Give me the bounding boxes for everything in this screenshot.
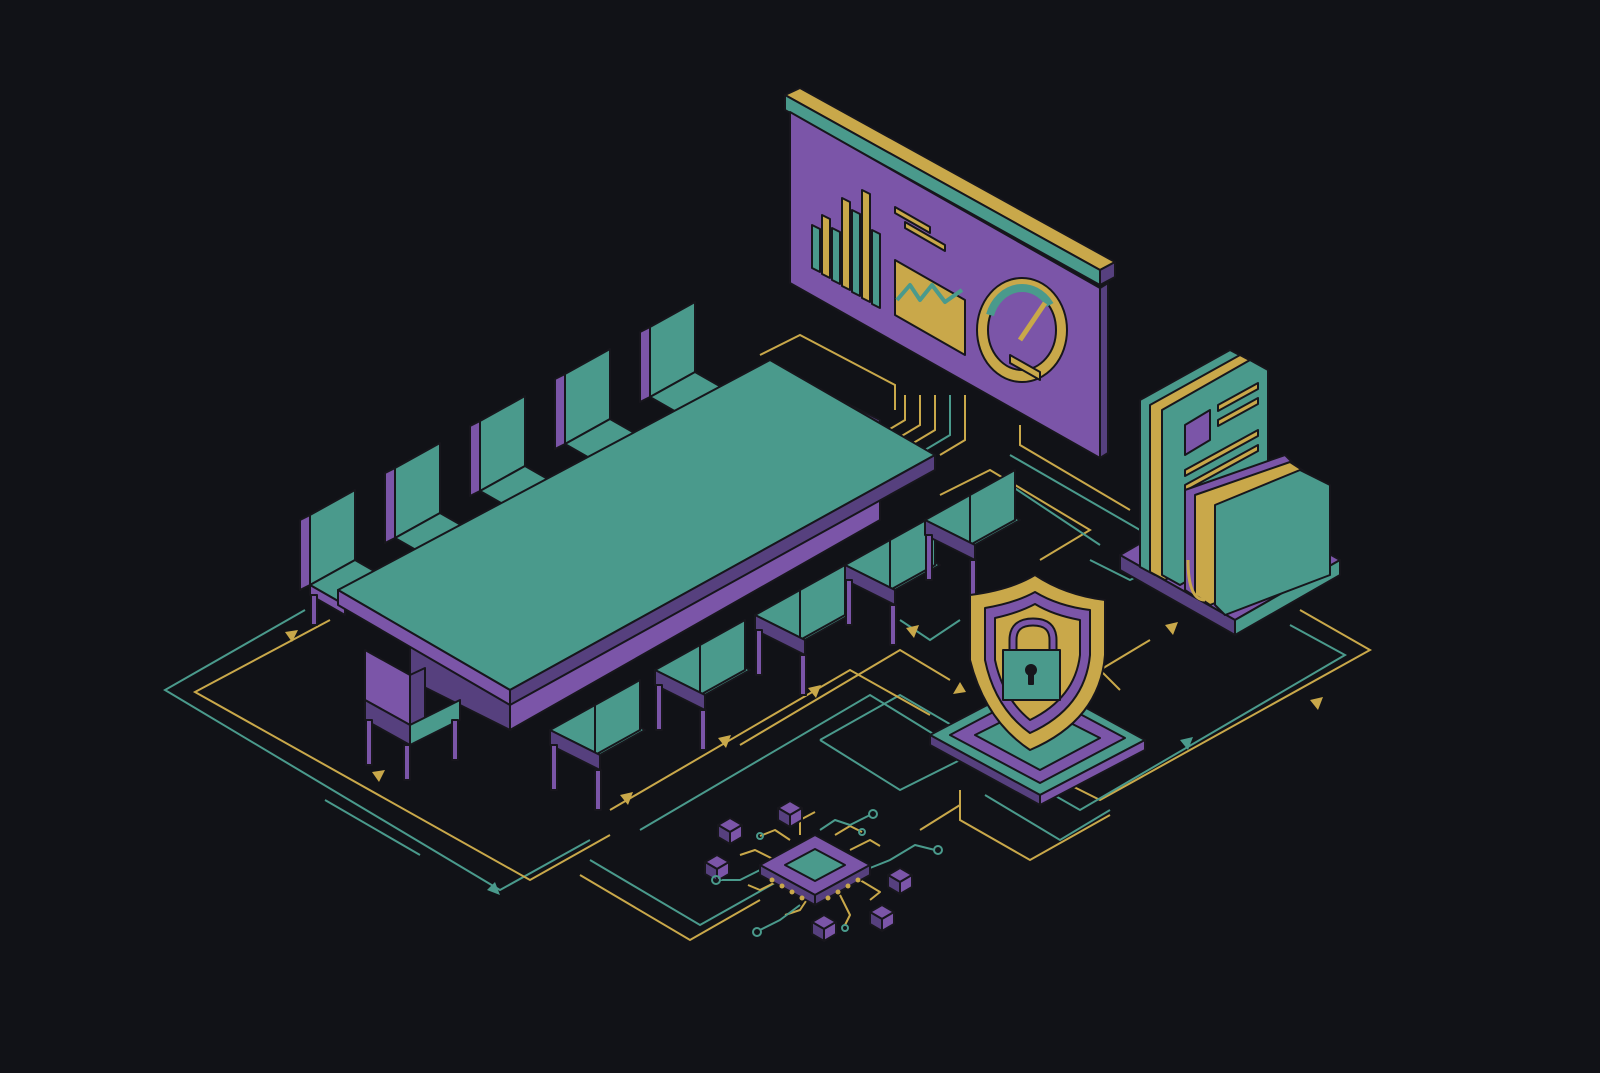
security-shield-icon [929,574,1146,806]
document-folders-icon [1119,349,1341,636]
chair-icon [844,514,941,646]
chair-icon [554,348,646,465]
circuit-lines-icon [163,333,1373,942]
bar-chart-icon [811,189,881,309]
dashboard-display-icon [784,87,1116,459]
chair-icon [384,442,476,559]
conference-table-icon [337,359,936,731]
chair-icon [639,301,731,418]
flow-arrow-icon [285,622,1323,805]
chair-row-back [299,301,731,626]
chair-icon [549,679,646,811]
chair-icon [364,649,461,781]
chair-row-front [364,469,1021,811]
processor-chip-icon [704,800,943,942]
chair-icon [924,469,1021,601]
gauge-icon [976,277,1068,383]
padlock-icon [1002,617,1061,701]
chair-icon [654,619,751,751]
cube-nodes [704,800,913,942]
line-chart-icon [894,259,966,356]
